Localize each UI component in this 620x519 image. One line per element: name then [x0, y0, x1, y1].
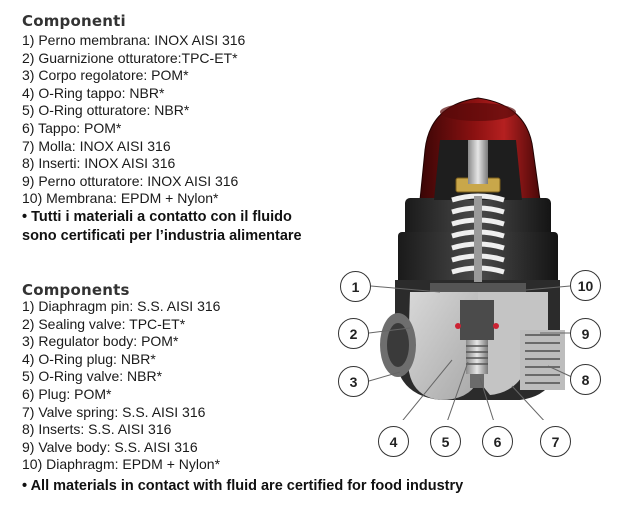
regulator-cutaway-illustration — [368, 97, 575, 420]
italian-heading: Componenti — [22, 12, 126, 30]
list-item: 1) Diaphragm pin: S.S. AISI 316 — [22, 298, 221, 314]
callout-7: 7 — [540, 426, 571, 457]
list-item: 2) Guarnizione otturatore:TPC-ET* — [22, 49, 238, 66]
english-note: • All materials in contact with fluid ar… — [22, 478, 464, 494]
list-item: 3) Corpo regolatore: POM* — [22, 67, 189, 84]
list-item: 8) Inserti: INOX AISI 316 — [22, 155, 176, 172]
list-item: 9) Perno otturatore: INOX AISI 316 — [22, 172, 239, 189]
callout-4: 4 — [378, 426, 409, 457]
list-item: 9) Valve body: S.S. AISI 316 — [22, 438, 198, 455]
list-item: 7) Valve spring: S.S. AISI 316 — [22, 403, 206, 420]
list-item: 7) Molla: INOX AISI 316 — [22, 137, 171, 154]
list-item: 10) Diaphragm: EPDM + Nylon* — [22, 456, 221, 473]
list-item: 6) Tappo: POM* — [22, 119, 122, 136]
callout-1: 1 — [340, 271, 371, 302]
list-item: 4) O-Ring plug: NBR* — [22, 350, 156, 367]
list-item: 8) Inserts: S.S. AISI 316 — [22, 421, 172, 438]
english-heading: Components — [22, 281, 130, 299]
list-item: 1) Perno membrana: INOX AISI 316 — [22, 32, 246, 48]
italian-note-line-1: • Tutti i materiali a contatto con il fl… — [22, 209, 292, 225]
callout-6: 6 — [482, 426, 513, 457]
italian-note-line-2: sono certificati per l’industria aliment… — [22, 228, 302, 244]
italian-component-list: 1) Perno membrana: INOX AISI 316 2) Guar… — [22, 32, 245, 208]
callout-5: 5 — [430, 426, 461, 457]
list-item: 5) O-Ring otturatore: NBR* — [22, 102, 190, 119]
callout-2: 2 — [338, 318, 369, 349]
list-item: 10) Membrana: EPDM + Nylon* — [22, 190, 219, 207]
callout-9: 9 — [570, 318, 601, 349]
callout-8: 8 — [570, 364, 601, 395]
callout-10: 10 — [570, 270, 601, 301]
callout-3: 3 — [338, 366, 369, 397]
list-item: 3) Regulator body: POM* — [22, 333, 179, 350]
list-item: 2) Sealing valve: TPC-ET* — [22, 315, 186, 332]
list-item: 5) O-Ring valve: NBR* — [22, 368, 163, 385]
english-component-list: 1) Diaphragm pin: S.S. AISI 316 2) Seali… — [22, 298, 220, 474]
list-item: 6) Plug: POM* — [22, 385, 112, 402]
list-item: 4) O-Ring tappo: NBR* — [22, 84, 165, 101]
